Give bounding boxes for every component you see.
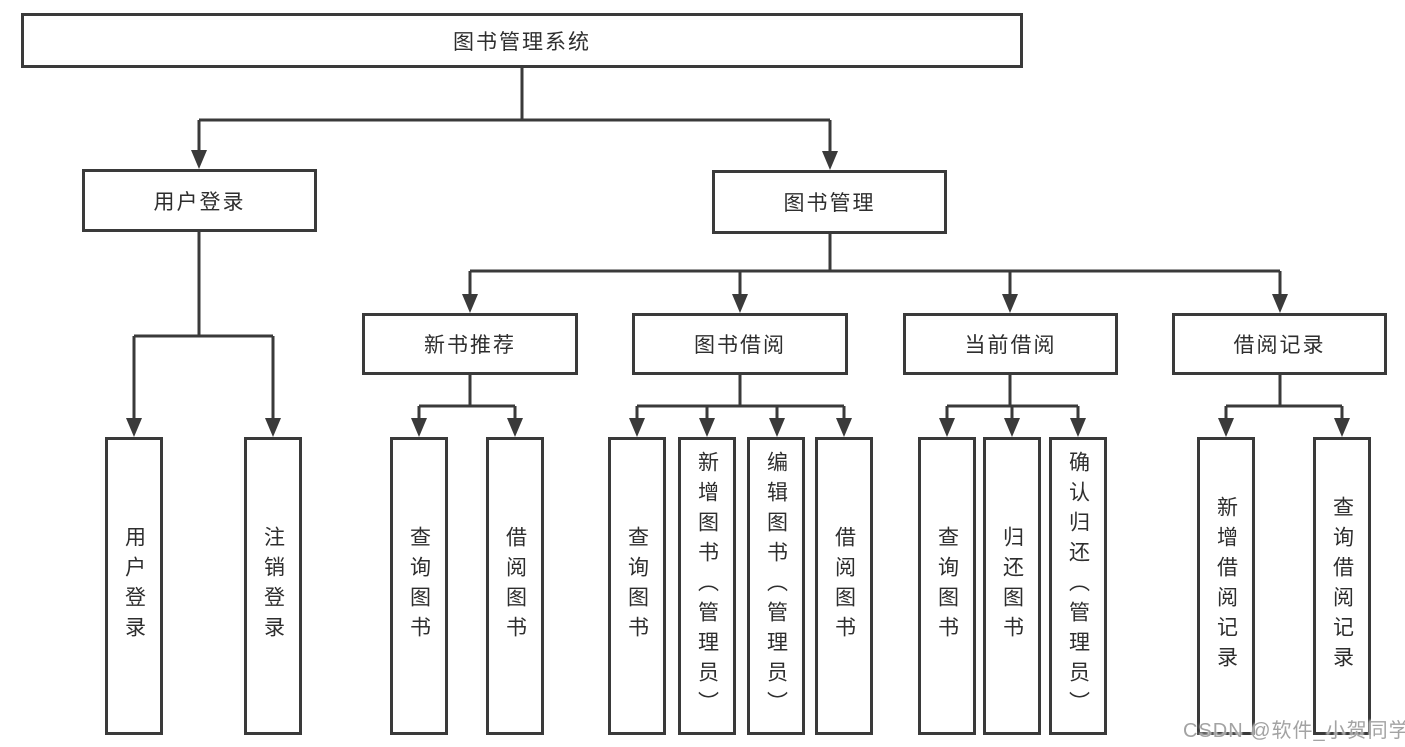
node-book-borrow: 图书借阅 bbox=[632, 313, 848, 375]
leaf-borrow-books-newbooks-label: 借阅图书 bbox=[503, 526, 527, 646]
connector-new-books-branch bbox=[411, 375, 523, 437]
leaf-edit-book-admin: 编辑图书（管理员） bbox=[747, 437, 805, 735]
leaf-borrow-books-newbooks: 借阅图书 bbox=[486, 437, 544, 735]
leaf-query-borrow-record-label: 查询借阅记录 bbox=[1330, 496, 1354, 676]
leaf-add-borrow-record-label: 新增借阅记录 bbox=[1214, 496, 1238, 676]
leaf-borrow-books-borrow: 借阅图书 bbox=[815, 437, 873, 735]
leaf-confirm-return-admin-label: 确认归还（管理员） bbox=[1066, 451, 1090, 721]
leaf-add-book-admin-label: 新增图书（管理员） bbox=[695, 451, 719, 721]
leaf-query-borrow-record: 查询借阅记录 bbox=[1313, 437, 1371, 735]
leaf-return-book: 归还图书 bbox=[983, 437, 1041, 735]
leaf-query-books-current-label: 查询图书 bbox=[935, 526, 959, 646]
node-new-books: 新书推荐 bbox=[362, 313, 578, 375]
node-book-management: 图书管理 bbox=[712, 170, 947, 234]
connector-current-borrow-branch bbox=[939, 375, 1086, 437]
leaf-add-borrow-record: 新增借阅记录 bbox=[1197, 437, 1255, 735]
node-current-borrow: 当前借阅 bbox=[903, 313, 1118, 375]
leaf-query-books-borrow: 查询图书 bbox=[608, 437, 666, 735]
connector-root-to-level2 bbox=[191, 68, 838, 170]
leaf-borrow-books-borrow-label: 借阅图书 bbox=[832, 526, 856, 646]
leaf-edit-book-admin-label: 编辑图书（管理员） bbox=[764, 451, 788, 721]
leaf-query-books-current: 查询图书 bbox=[918, 437, 976, 735]
leaf-query-books-newbooks: 查询图书 bbox=[390, 437, 448, 735]
leaf-query-books-newbooks-label: 查询图书 bbox=[407, 526, 431, 646]
csdn-watermark: CSDN @软件_小贺同学 bbox=[1183, 720, 1405, 742]
connector-user-login-branch bbox=[126, 232, 281, 437]
leaf-user-login: 用户登录 bbox=[105, 437, 163, 735]
connector-book-management-to-level3 bbox=[462, 234, 1288, 313]
leaf-user-login-label: 用户登录 bbox=[122, 526, 146, 646]
connector-borrow-records-branch bbox=[1218, 375, 1350, 437]
node-borrow-records: 借阅记录 bbox=[1172, 313, 1387, 375]
node-root: 图书管理系统 bbox=[21, 13, 1023, 68]
leaf-confirm-return-admin: 确认归还（管理员） bbox=[1049, 437, 1107, 735]
leaf-logout: 注销登录 bbox=[244, 437, 302, 735]
leaf-logout-label: 注销登录 bbox=[261, 526, 285, 646]
leaf-return-book-label: 归还图书 bbox=[1000, 526, 1024, 646]
leaf-query-books-borrow-label: 查询图书 bbox=[625, 526, 649, 646]
node-user-login: 用户登录 bbox=[82, 169, 317, 232]
connector-book-borrow-branch bbox=[629, 375, 852, 437]
leaf-add-book-admin: 新增图书（管理员） bbox=[678, 437, 736, 735]
